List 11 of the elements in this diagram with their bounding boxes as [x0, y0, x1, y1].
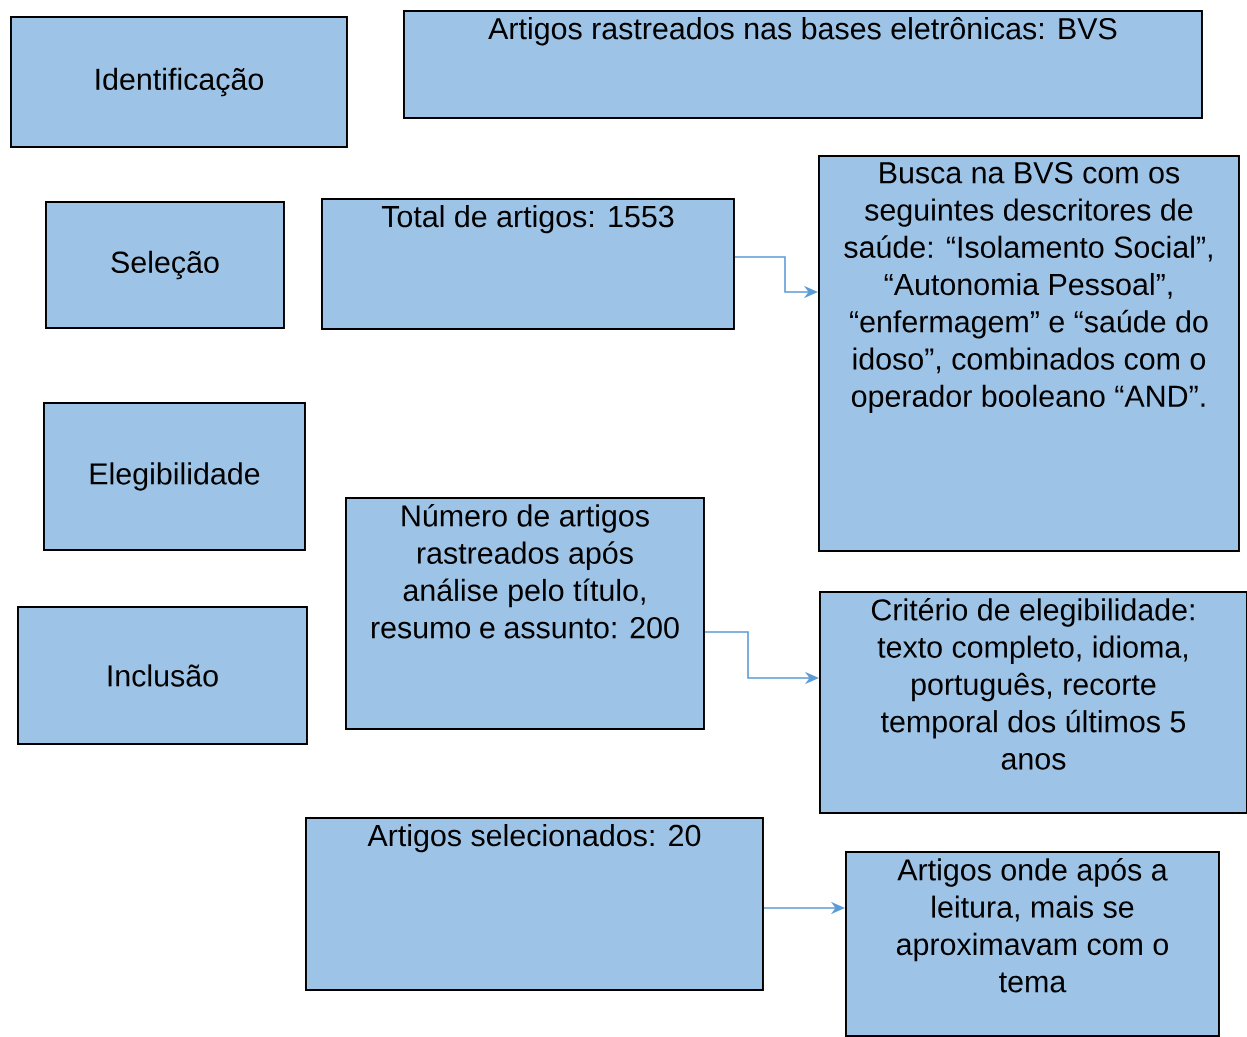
process-box: Inclusão: [17, 606, 308, 745]
process-box: Elegibilidade: [43, 402, 306, 551]
process-box: Busca na BVS com os seguintes descritores de saúde: “Isolamento Social”, “Autonomia Pessoal”, “enfermagem” e “saúde do idoso”, combinados com o operador booleano “AND”.: [818, 155, 1240, 552]
process-box: Seleção: [45, 201, 285, 329]
process-box: Artigos rastreados nas bases eletrônicas: BVS: [403, 10, 1203, 119]
process-box: Critério de elegibilidade: texto completo, idioma, português, recorte temporal dos últimos 5 anos: [819, 591, 1247, 814]
process-box: Artigos selecionados: 20: [305, 817, 764, 991]
process-box: Total de artigos: 1553: [321, 198, 735, 330]
process-box: Identificação: [10, 16, 348, 148]
process-box: Número de artigos rastreados após análise pelo título, resumo e assunto: 200: [345, 497, 705, 730]
process-box: Artigos onde após a leitura, mais se aproximavam com o tema: [845, 851, 1220, 1037]
